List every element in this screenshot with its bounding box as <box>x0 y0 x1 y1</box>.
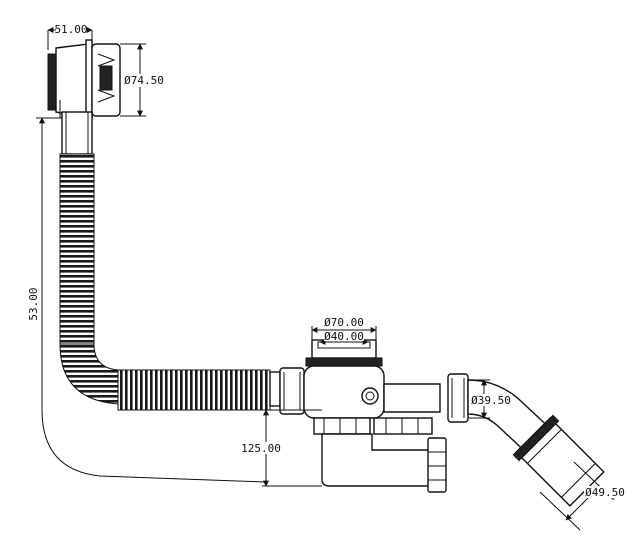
overflow-back-plate <box>47 53 57 111</box>
trap-bowl <box>321 433 431 487</box>
trap-depth-label: 125.00 <box>241 442 281 455</box>
outlet-diameter-label: Ø39.50 <box>471 394 511 407</box>
overflow-body <box>55 43 89 119</box>
overflow-pipe-collar <box>61 111 93 155</box>
waste-diameter-label: Ø49.50 <box>585 486 625 499</box>
trap-outer-diameter-label: Ø70.00 <box>324 316 364 329</box>
flex-hose-horizontal <box>117 369 271 411</box>
trap-assembly <box>303 339 447 493</box>
hose-connector <box>269 367 305 415</box>
flex-hose-bend <box>59 343 119 405</box>
overflow-diameter-label: Ø74.50 <box>124 74 164 87</box>
overflow-head <box>47 39 121 119</box>
vertical-length-label: 53.00 <box>27 287 40 320</box>
overflow-width-label: 51.00 <box>54 23 87 36</box>
outlet-pipe <box>383 373 605 507</box>
flex-hose-vertical <box>59 153 95 345</box>
outlet-nut <box>447 373 469 423</box>
trap-inner-diameter-label: Ø40.00 <box>324 330 364 343</box>
